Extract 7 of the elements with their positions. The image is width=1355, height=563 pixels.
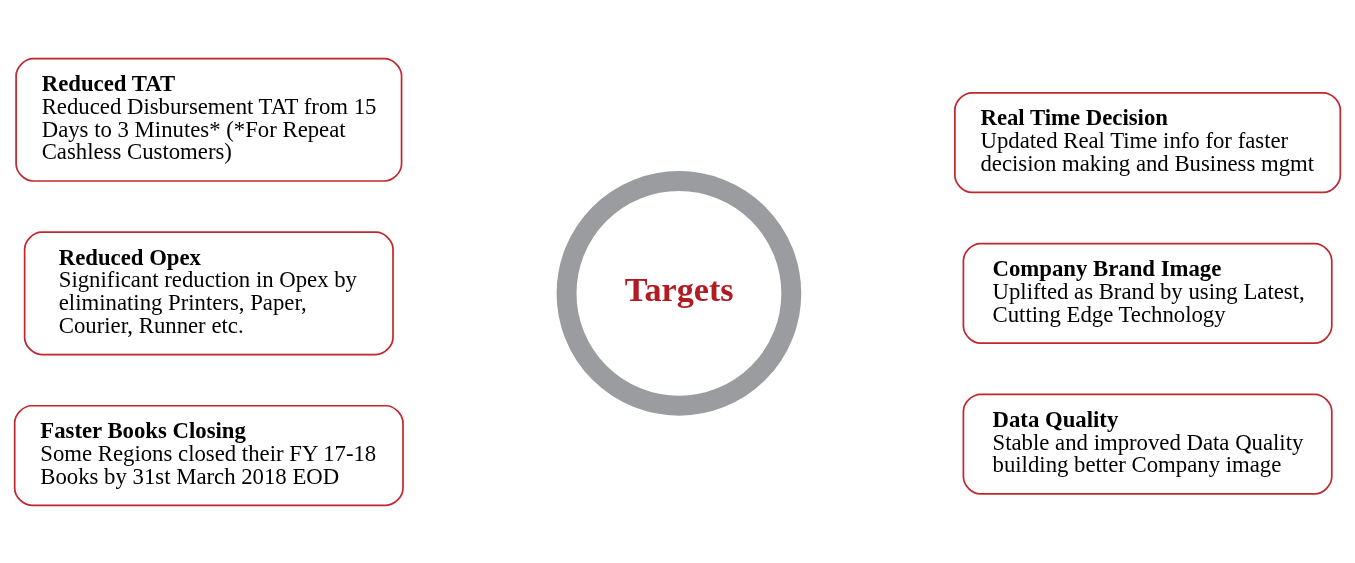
node-circle: Targets <box>556 170 802 416</box>
node-box: Data Quality Stable and improved Data Quality building better Company image <box>962 393 1333 495</box>
node-box: Company Brand Image Uplifted as Brand by using Latest, Cutting Edge Technology <box>962 242 1333 344</box>
node-box: Reduced TAT Reduced Disbursement TAT from 15 Days to 3 Minutes* (*For Repeat Cashless Customers) <box>15 57 403 182</box>
node-box: Reduced Opex Significant reduction in Opex by eliminating Printers, Paper, Courier, Runner etc. <box>23 230 394 355</box>
node-box: Real Time Decision Updated Real Time info for faster decision making and Business mgmt <box>954 91 1342 193</box>
node-box: Faster Books Closing Some Regions closed their FY 17-18 Books by 31st March 2018 EOD <box>13 404 404 506</box>
